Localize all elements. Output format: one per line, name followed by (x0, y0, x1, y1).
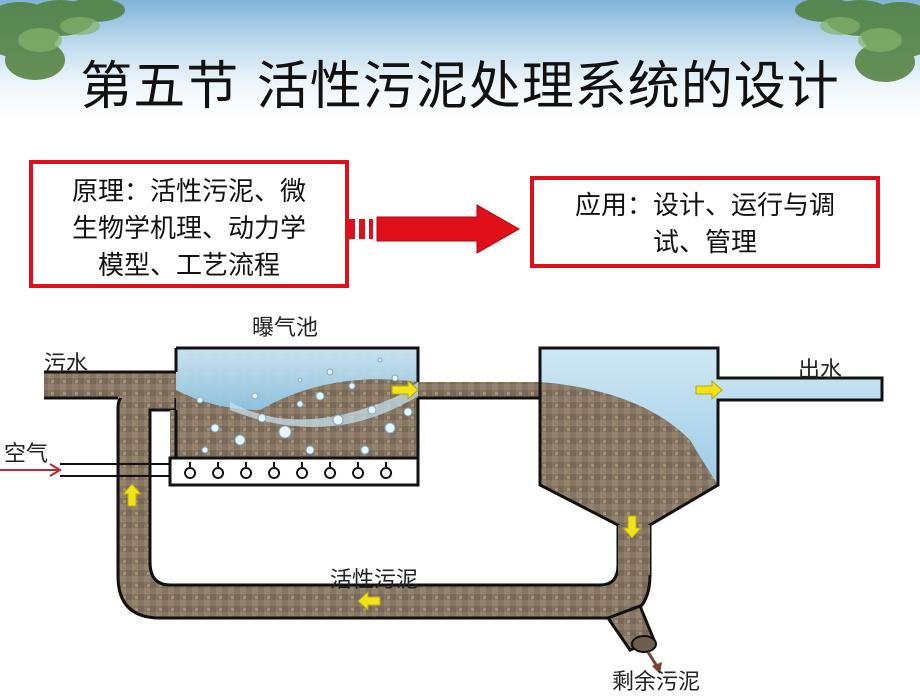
principle-line-1: 原理：活性污泥、微 (71, 177, 306, 207)
page-title: 第五节 活性污泥处理系统的设计 (80, 57, 840, 117)
application-line-2: 试、管理 (652, 228, 757, 258)
flow-arrow-icon (121, 379, 723, 612)
right-arrow-icon (349, 204, 521, 254)
principle-line-3: 模型、工艺流程 (97, 251, 280, 281)
aeration-tank-label: 曝气池 (252, 316, 319, 341)
sky-background (0, 0, 920, 120)
activated-sludge-label: 活性污泥 (330, 568, 419, 593)
excess-sludge-label: 剩余污泥 (612, 670, 701, 695)
air-diffuser-bar (168, 456, 420, 487)
diffuser-icon (184, 462, 393, 479)
sewage-inlet-channel (44, 372, 176, 398)
tree-branch-right-decoration (795, 0, 920, 82)
application-box: 应用：设计、运行与调 试、管理 (530, 176, 880, 268)
principle-line-2: 生物学机理、动力学 (71, 214, 306, 244)
process-diagram-svg (0, 346, 884, 674)
tree-branch-left-decoration (0, 0, 125, 80)
sewage-label: 污水 (44, 352, 89, 377)
application-line-1: 应用：设计、运行与调 (574, 191, 835, 221)
air-label: 空气 (4, 442, 49, 467)
activated-sludge-process-diagram: 曝气池 污水 出水 空气 活性污泥 剩余污泥 (0, 300, 920, 695)
principle-box: 原理：活性污泥、微 生物学机理、动力学 模型、工艺流程 (29, 160, 349, 288)
effluent-label: 出水 (798, 358, 843, 383)
